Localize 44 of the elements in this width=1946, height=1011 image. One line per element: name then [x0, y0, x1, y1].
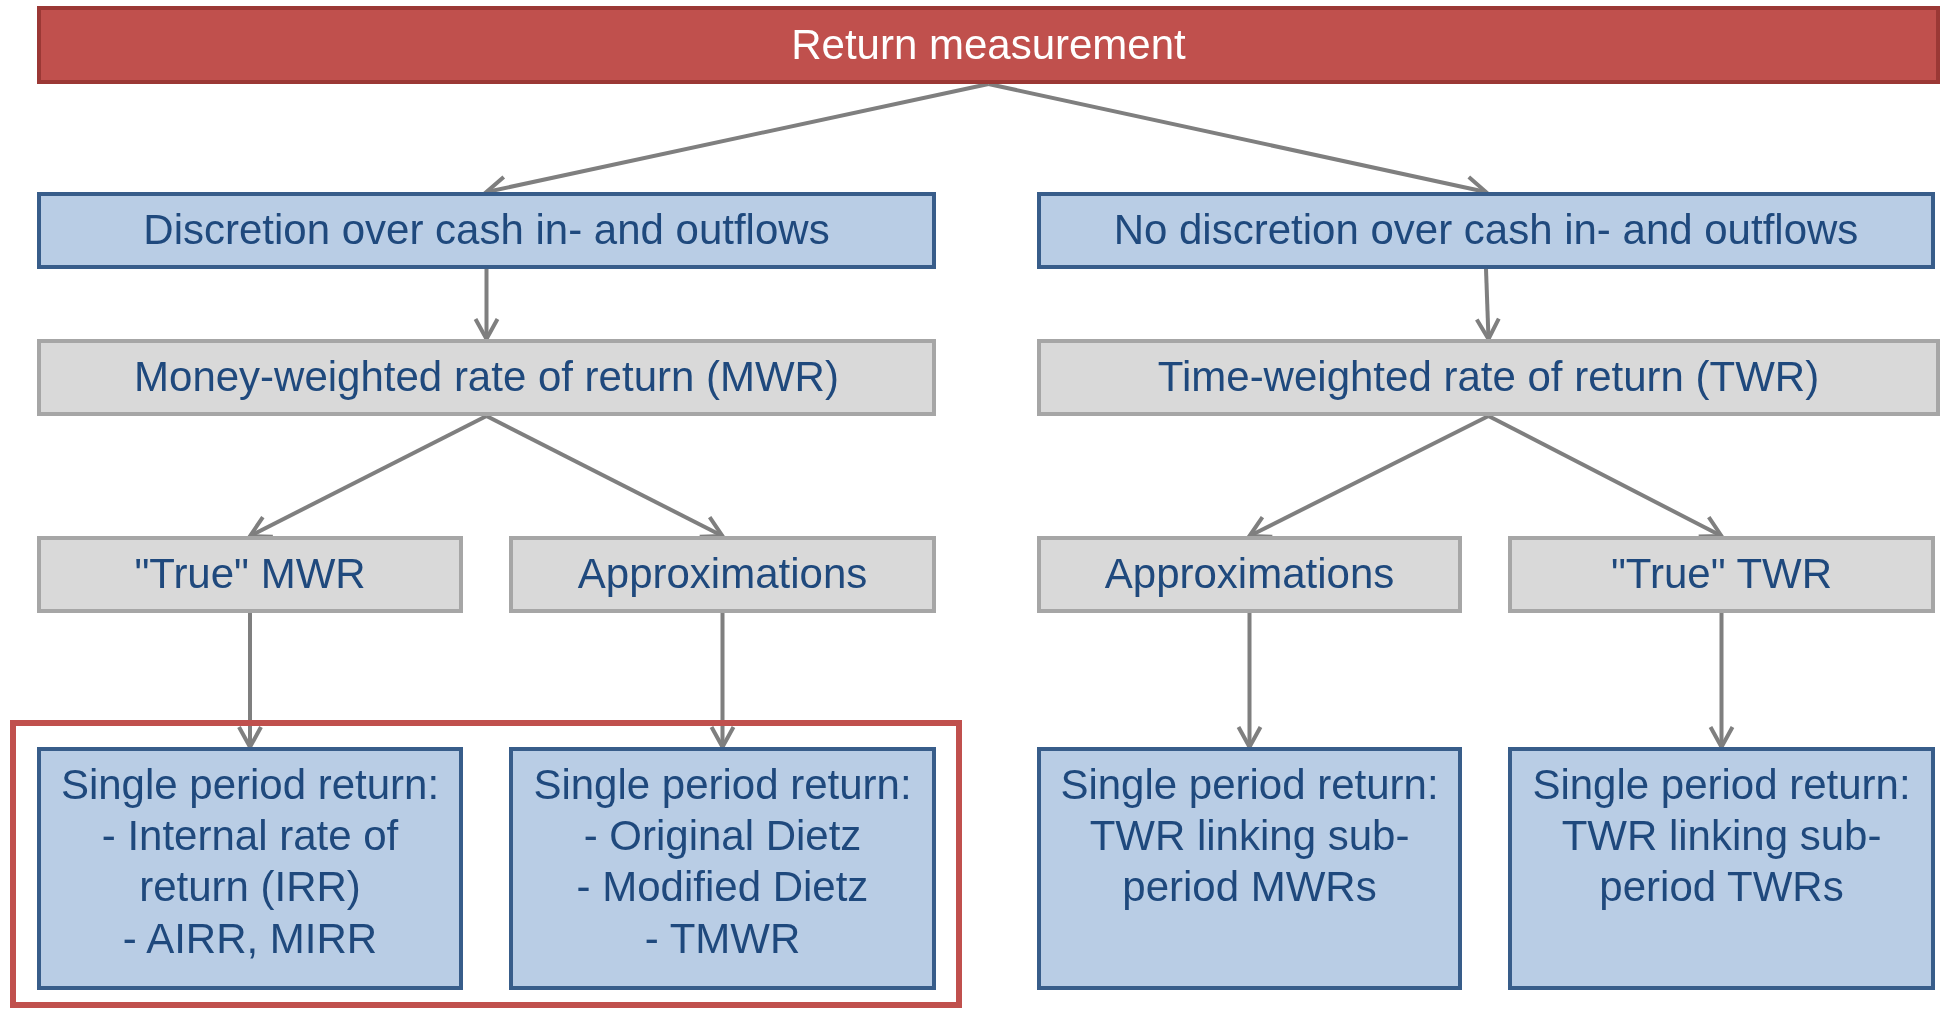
box-text: "True" MWR [133, 549, 367, 600]
arrow [1247, 414, 1490, 539]
box-text: TWR linking sub-period MWRs [1088, 811, 1411, 913]
box-text: No discretion over cash in- and outflows [1112, 205, 1860, 256]
box-text: TWR linking sub-period TWRs [1560, 811, 1883, 913]
box-text: - Internal rate of return (IRR) [100, 811, 400, 913]
category-box [1037, 747, 1462, 990]
arrow [1236, 613, 1263, 749]
title-box [37, 6, 1940, 84]
method-box [1037, 339, 1940, 416]
box-text: Discretion over cash in- and outflows [142, 205, 831, 256]
category-box [509, 747, 936, 990]
box-text: Single period return: [1531, 760, 1912, 810]
box-text: Single period return: [59, 760, 441, 810]
method-box [1037, 536, 1462, 613]
arrow [237, 613, 263, 749]
arrow [473, 269, 500, 341]
box-text: Single period return: [1059, 760, 1440, 810]
arrow [1708, 613, 1735, 749]
category-box [37, 747, 463, 990]
box-text: Approximations [1103, 549, 1396, 600]
box-text: Money-weighted rate of return (MWR) [133, 352, 840, 403]
box-text: Time-weighted rate of return (TWR) [1156, 352, 1821, 403]
category-box [37, 192, 936, 269]
box-text: - Modified Dietz [575, 862, 870, 913]
arrow [485, 414, 725, 539]
category-box [1037, 192, 1935, 269]
method-box [37, 339, 936, 416]
box-text: Single period return: [532, 760, 913, 810]
box-text: Return measurement [790, 19, 1187, 70]
arrow [248, 414, 488, 539]
arrow [1474, 268, 1501, 341]
category-box [1508, 747, 1935, 990]
box-text: - TMWR [643, 913, 802, 964]
method-box [509, 536, 936, 613]
method-box [37, 536, 463, 613]
box-text: Approximations [576, 549, 869, 600]
arrow [709, 613, 736, 749]
box-text: - AIRR, MIRR [121, 913, 379, 964]
highlight-frame [10, 720, 962, 1008]
box-text: "True" TWR [1609, 549, 1834, 600]
arrow [1487, 414, 1724, 539]
method-box [1508, 536, 1935, 613]
box-text: - Original Dietz [582, 811, 863, 862]
